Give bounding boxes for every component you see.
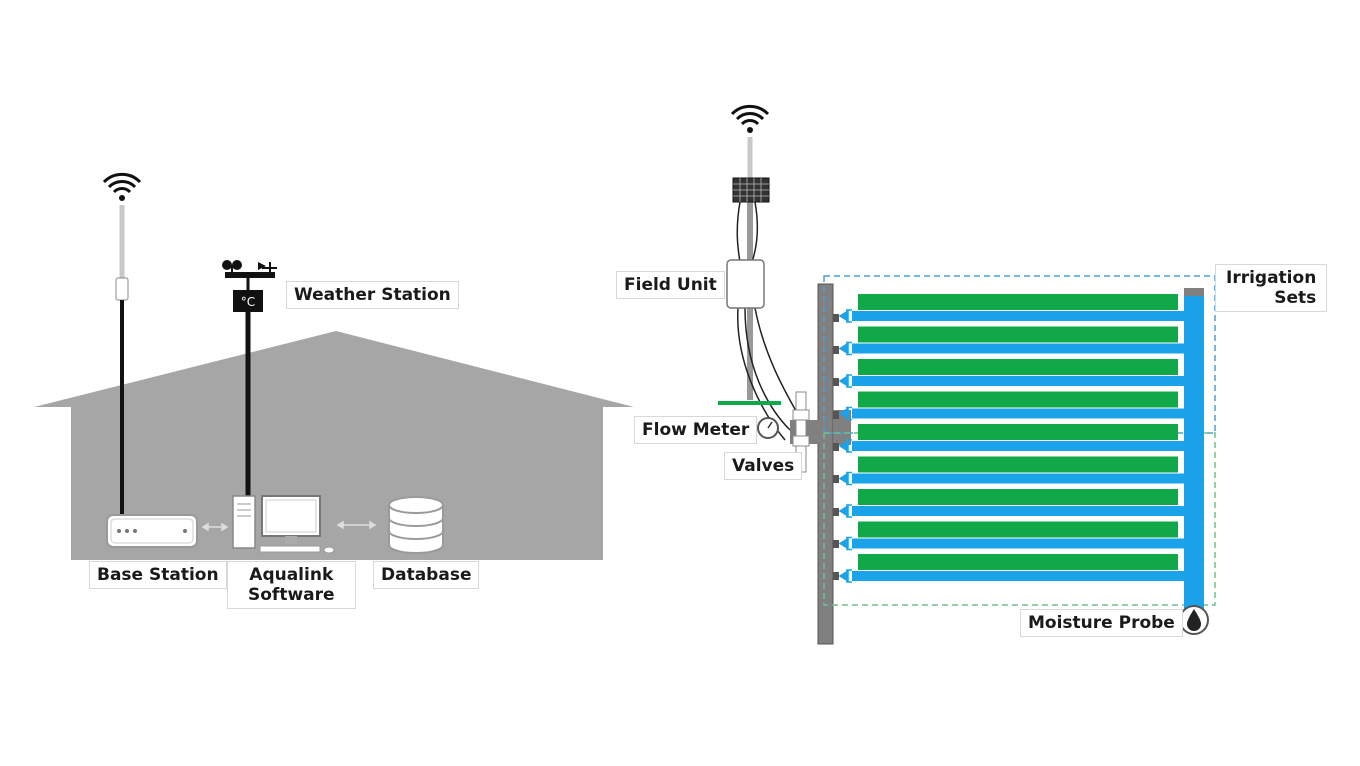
moisture-probe-label: Moisture Probe	[1020, 609, 1183, 637]
water-return-pipe	[1184, 292, 1204, 610]
main-pipe	[790, 283, 851, 645]
aqualink-software-label: Aqualink Software	[227, 561, 356, 609]
field-unit-label: Field Unit	[616, 271, 725, 299]
irrigation-sets-line1: Irrigation	[1226, 268, 1317, 288]
water-row	[852, 311, 1186, 321]
aqualink-software-line2: Software	[248, 585, 335, 605]
water-spray-icon	[838, 406, 852, 421]
wifi-icon	[102, 172, 142, 201]
crop-row	[858, 391, 1178, 408]
anemometer-icon	[222, 260, 277, 290]
crop-row	[858, 326, 1178, 343]
irrigation-sets-line2: Sets	[1274, 288, 1317, 308]
flow-meter-label: Flow Meter	[634, 416, 758, 444]
water-row	[852, 441, 1186, 451]
water-spray-icon	[838, 536, 852, 551]
water-row	[852, 343, 1186, 354]
water-spray-icon	[838, 471, 852, 486]
water-row	[852, 506, 1186, 516]
pipe-cap	[1184, 288, 1204, 296]
monitor-icon	[232, 495, 335, 554]
weather-station-label: Weather Station	[286, 281, 459, 309]
crop-row	[858, 359, 1178, 375]
link-arrow	[201, 522, 229, 532]
crop-row	[858, 456, 1178, 473]
database-label: Database	[373, 561, 480, 589]
water-spray-icon	[838, 569, 852, 583]
valves-label: Valves	[724, 452, 803, 480]
water-row	[852, 473, 1186, 484]
link-arrow	[336, 520, 377, 530]
crop-row	[858, 294, 1178, 310]
building-silhouette	[34, 331, 634, 560]
database-icon	[388, 496, 444, 554]
base-station-router-icon	[106, 514, 198, 548]
crop-row	[858, 424, 1178, 440]
water-row	[852, 408, 1186, 419]
irrigation-sets-label: Irrigation Sets	[1215, 264, 1328, 312]
water-row	[852, 571, 1186, 581]
gauge-icon	[757, 417, 779, 439]
water-row	[852, 538, 1186, 549]
water-spray-icon	[838, 504, 852, 518]
field-unit-box	[726, 259, 765, 309]
water-drop-icon	[1179, 605, 1209, 635]
base-station-antenna	[102, 172, 142, 517]
field-rows	[838, 294, 1186, 583]
water-spray-icon	[838, 374, 852, 388]
aqualink-software-line1: Aqualink	[249, 565, 334, 585]
water-row	[852, 376, 1186, 386]
solar-panel-icon	[732, 177, 770, 203]
water-spray-icon	[838, 309, 852, 323]
temperature-unit: °C	[241, 295, 255, 309]
wifi-icon	[730, 104, 770, 133]
water-spray-icon	[838, 341, 852, 356]
water-spray-icon	[838, 439, 852, 453]
base-station-label: Base Station	[89, 561, 227, 589]
crop-row	[858, 489, 1178, 505]
weather-station: °C	[222, 260, 277, 500]
crop-row	[858, 521, 1178, 538]
crop-row	[858, 554, 1178, 570]
